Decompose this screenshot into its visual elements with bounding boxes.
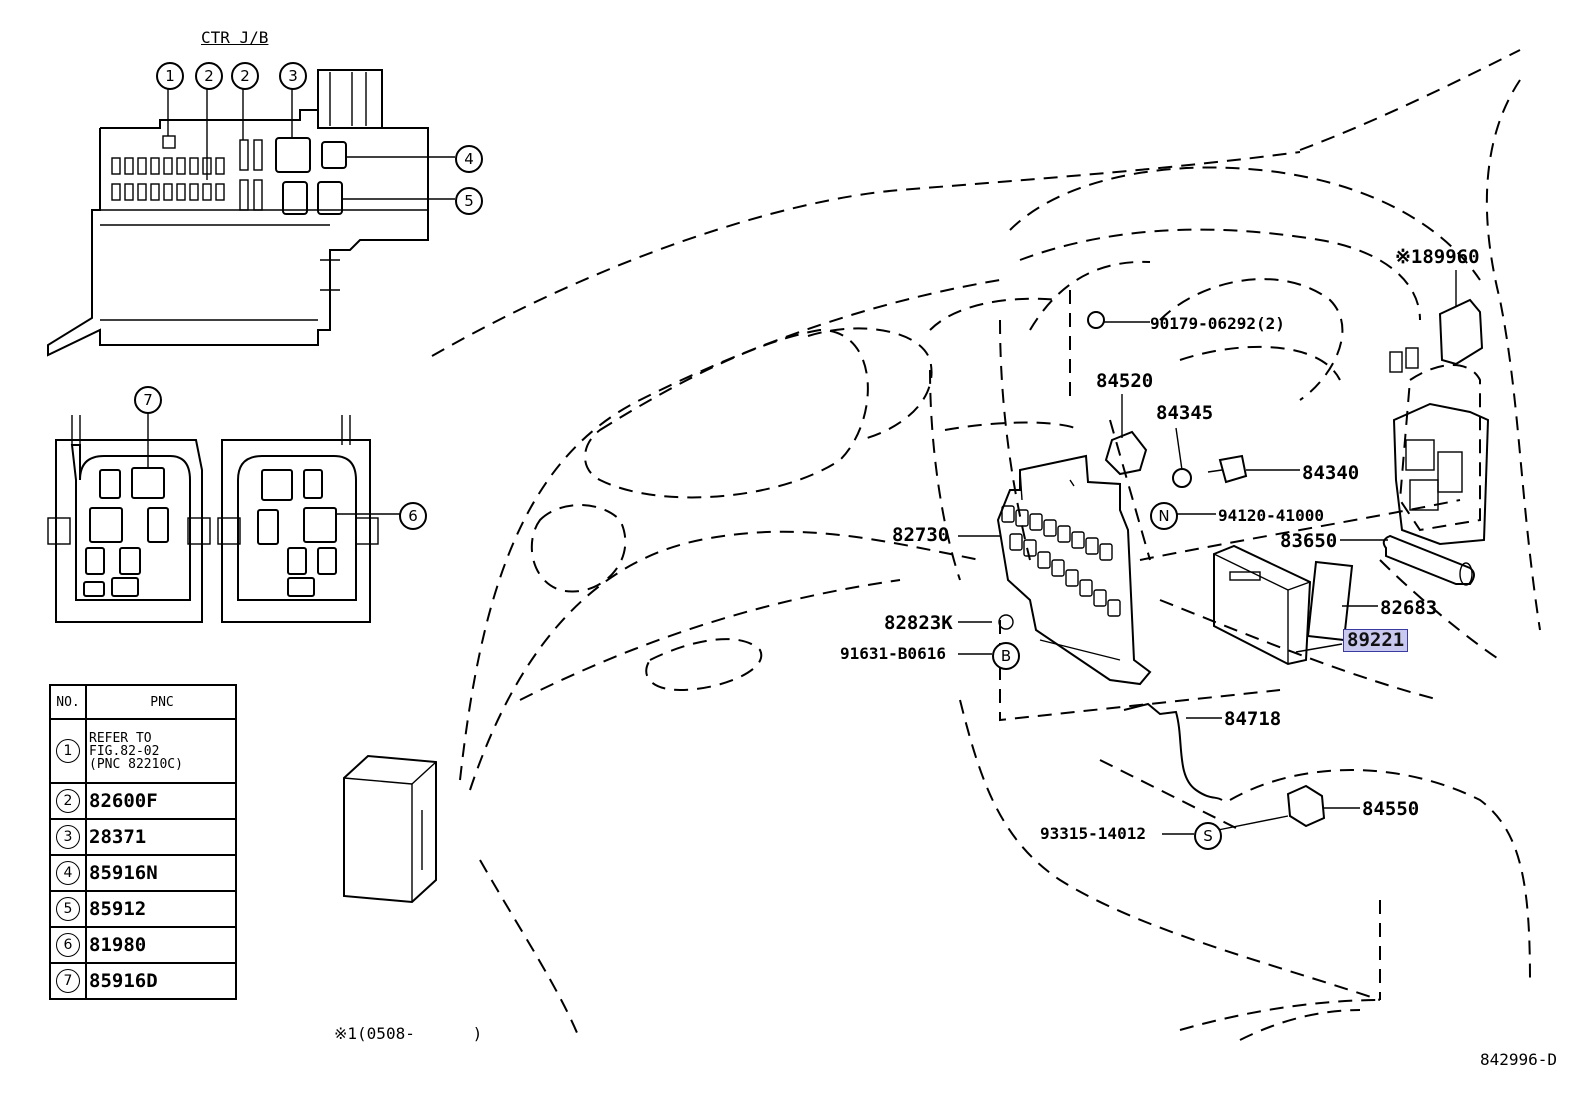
part-label-83650[interactable]: 83650 <box>1280 530 1338 552</box>
part-label-84718[interactable]: 84718 <box>1224 708 1282 730</box>
table-row-no: 1 <box>56 739 80 763</box>
footnote: ※1(0508- ) <box>334 1024 483 1043</box>
clip-90179 <box>1087 311 1150 329</box>
part-label-94120-41000[interactable]: 94120-41000 <box>1218 506 1324 525</box>
fastener-symbol-n: N <box>1150 502 1178 530</box>
callout-2b: 2 <box>231 62 259 90</box>
table-row-pnc: 81980 <box>85 926 237 964</box>
part-label-189960[interactable]: ※189960 <box>1395 246 1480 268</box>
part-label-84345[interactable]: 84345 <box>1156 402 1214 424</box>
relay-part-small <box>343 754 437 904</box>
bolt-84340 <box>1207 454 1300 484</box>
relay-block-left <box>47 410 211 623</box>
fastener-symbol-s: S <box>1194 822 1222 850</box>
table-row-no: 2 <box>56 789 80 813</box>
part-label-82823K[interactable]: 82823K <box>884 612 953 634</box>
table-row: 7 85916D <box>49 962 237 1000</box>
fuse-row-bottom <box>111 183 225 201</box>
table-row-no: 6 <box>56 933 80 957</box>
pnc-table: NO. PNC 1 REFER TO FIG.82-02 (PNC 82210C… <box>49 684 237 1000</box>
callout-7: 7 <box>134 386 162 414</box>
table-row: 3 28371 <box>49 818 237 856</box>
wire-harness-84718 <box>1123 702 1223 801</box>
fastener-symbol-b: B <box>992 642 1020 670</box>
part-label-90179-06292[interactable]: 90179-06292(2) <box>1150 314 1285 333</box>
table-row-pnc: 85916N <box>85 854 237 892</box>
callout-3: 3 <box>279 62 307 90</box>
table-row: 6 81980 <box>49 926 237 964</box>
ecu-module-89221 <box>1213 544 1312 666</box>
table-row-no: 3 <box>56 825 80 849</box>
table-row-pnc: 85912 <box>85 890 237 928</box>
callout-1: 1 <box>156 62 184 90</box>
table-header-pnc: PNC <box>85 684 237 720</box>
table-row: 1 REFER TO FIG.82-02 (PNC 82210C) <box>49 718 237 784</box>
leader-lines <box>958 427 1388 835</box>
part-label-82683[interactable]: 82683 <box>1380 597 1438 619</box>
part-label-84340[interactable]: 84340 <box>1302 462 1360 484</box>
part-label-84520[interactable]: 84520 <box>1096 370 1154 392</box>
dashboard-outline <box>431 49 1541 1041</box>
table-header-row: NO. PNC <box>49 684 237 720</box>
table-row: 2 82600F <box>49 782 237 820</box>
part-label-93315-14012[interactable]: 93315-14012 <box>1040 824 1146 843</box>
part-label-82730[interactable]: 82730 <box>892 524 950 546</box>
diagram-id: 842996-D <box>1480 1050 1558 1069</box>
connector-bracket-right <box>1392 402 1490 546</box>
callout-6: 6 <box>399 502 427 530</box>
table-row-no: 4 <box>56 861 80 885</box>
table-row-no: 5 <box>56 897 80 921</box>
junction-block-inset <box>47 69 455 357</box>
switch-part-84520 <box>1104 394 1148 476</box>
table-row-pnc: 82600F <box>85 782 237 820</box>
table-row-no: 7 <box>56 969 80 993</box>
callout-4: 4 <box>455 145 483 173</box>
relay-block-right <box>217 415 400 623</box>
callout-5: 5 <box>455 187 483 215</box>
part-label-89221-highlighted[interactable]: 89221 <box>1343 629 1409 652</box>
table-row: 4 85916N <box>49 854 237 892</box>
table-row-pnc: 85916D <box>85 962 237 1000</box>
table-row: 5 85912 <box>49 890 237 928</box>
part-label-91631-B0616[interactable]: 91631-B0616 <box>840 644 946 663</box>
table-header-no: NO. <box>49 684 87 720</box>
junction-block-title: CTR J/B <box>201 28 269 47</box>
callout-2a: 2 <box>195 62 223 90</box>
table-row-pnc: REFER TO FIG.82-02 (PNC 82210C) <box>85 718 237 784</box>
table-row-pnc: 28371 <box>85 818 237 856</box>
sensor-84550 <box>1286 784 1360 828</box>
junction-block-82730 <box>996 454 1152 686</box>
part-label-84550[interactable]: 84550 <box>1362 798 1420 820</box>
cylinder-part-83650 <box>1382 534 1475 586</box>
switch-189960 <box>1389 270 1484 373</box>
